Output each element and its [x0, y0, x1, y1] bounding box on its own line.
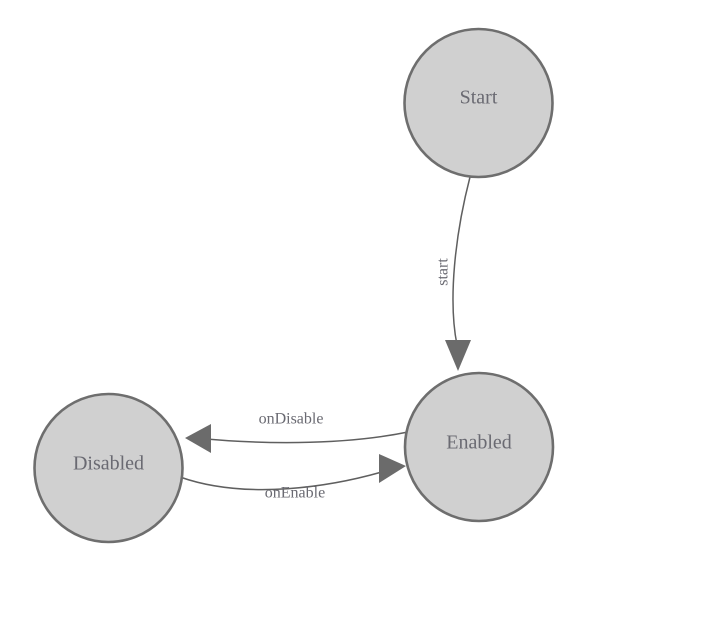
edge-path-enabled-to-disabled [195, 431, 409, 444]
node-enabled[interactable]: Enabled [403, 371, 555, 523]
node-start[interactable]: Start [403, 27, 554, 179]
node-label-start: Start [460, 87, 498, 109]
arrowhead-icon-disabled-to-enabled [379, 454, 406, 483]
arrowhead-icon-enabled-to-disabled [185, 424, 211, 453]
edge-disabled-to-enabled[interactable]: onEnable [179, 454, 406, 502]
node-circle-disabled[interactable] [33, 392, 184, 544]
node-circle-start[interactable] [403, 27, 554, 179]
node-label-disabled: Disabled [73, 453, 144, 475]
edge-label-start: start [435, 258, 452, 286]
node-label-enabled: Enabled [446, 432, 512, 454]
edge-start-to-enabled[interactable]: start [435, 176, 471, 371]
edge-path-disabled-to-enabled [179, 468, 393, 491]
edge-path-start-to-enabled [452, 176, 471, 346]
nodes-layer: Start Enabled Disabled [33, 27, 555, 544]
node-disabled[interactable]: Disabled [33, 392, 184, 544]
edges-layer: start onDisable onEnable [179, 176, 471, 502]
edge-label-ondisable: onDisable [259, 411, 324, 428]
arrowhead-icon-start-to-enabled [445, 340, 471, 371]
node-circle-enabled[interactable] [403, 371, 555, 523]
edge-label-onenable: onEnable [265, 485, 325, 502]
edge-enabled-to-disabled[interactable]: onDisable [185, 411, 409, 453]
